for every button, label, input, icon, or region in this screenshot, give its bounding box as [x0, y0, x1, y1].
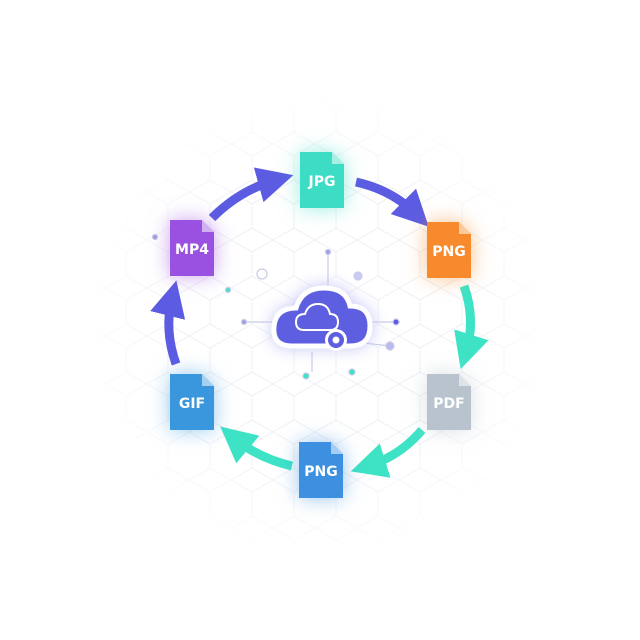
file-mp4: MP4 [170, 220, 214, 276]
file-icon [299, 442, 343, 498]
arrow-jpg-to-png [354, 177, 429, 227]
file-label: PNG [304, 464, 338, 480]
file-icon [300, 152, 344, 208]
file-icon [427, 222, 471, 278]
arrow-gif-to-mp4 [150, 280, 186, 366]
cloud-gear-icon [271, 285, 373, 351]
file-icon [427, 374, 471, 430]
file-label: GIF [178, 396, 206, 412]
file-icon [170, 220, 214, 276]
file-jpg: JPG [300, 152, 344, 208]
arrow-mp4-to-jpg [208, 167, 294, 222]
file-png-orange: PNG [427, 222, 471, 278]
file-label: JPG [308, 174, 336, 190]
arrow-pdf-to-png [350, 427, 426, 478]
arrow-png-to-gif [220, 426, 294, 471]
file-label: PNG [432, 244, 466, 260]
file-label: PDF [433, 396, 465, 412]
arrow-png-to-pdf [454, 284, 489, 370]
file-png-blue: PNG [299, 442, 343, 498]
arrows [150, 167, 489, 478]
file-label: MP4 [175, 242, 209, 258]
file-gif: GIF [170, 374, 214, 430]
file-icon [170, 374, 214, 430]
file-pdf: PDF [427, 374, 471, 430]
